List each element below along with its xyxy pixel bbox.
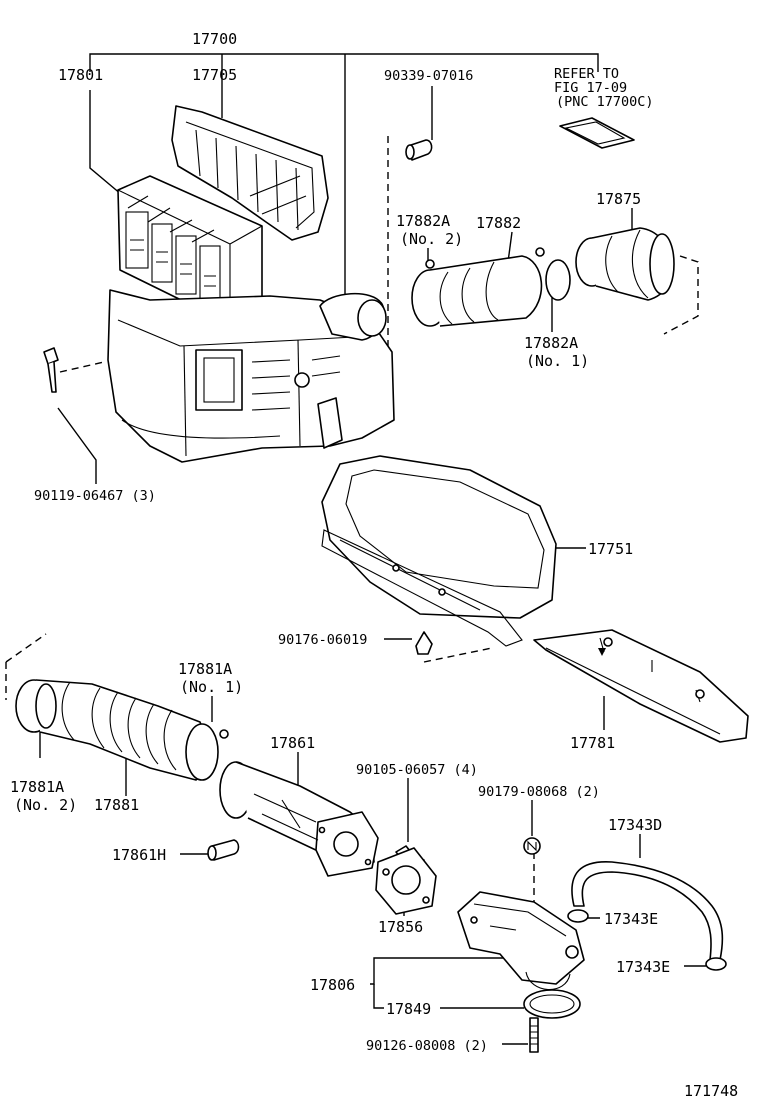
label-17700: 17700 [192,30,237,48]
label-17882: 17882 [476,214,521,232]
label-17881: 17881 [94,796,139,814]
hose-17881 [15,679,229,781]
label-no2-left: (No. 2) [14,796,77,814]
clamp-17343E-b [705,957,727,971]
clamp-17343E-a [567,909,589,923]
figure-id: 171748 [684,1082,738,1100]
plug-17861H [207,839,240,861]
label-17801: 17801 [58,66,103,84]
label-17751: 17751 [588,540,633,558]
label-17861H: 17861H [112,846,166,864]
plug-90339 [405,139,433,161]
label-17343E-a: 17343E [604,910,658,928]
label-17882A-top: 17882A [396,212,450,230]
air-duct-17751 [321,455,557,647]
label-17882A-bottom: 17882A [524,334,578,352]
label-90126-08008: 90126-08008 (2) [366,1038,488,1054]
label-17781: 17781 [570,734,615,752]
intake-pipe-17861 [219,761,379,877]
label-17881A-left: 17881A [10,778,64,796]
label-no1-right: (No. 1) [526,352,589,370]
stud-90126 [529,1017,539,1053]
resonator-17875 [575,227,675,301]
label-17705: 17705 [192,66,237,84]
label-17856: 17856 [378,918,423,936]
o-ring-17849 [523,989,581,1019]
label-refer-to-line2: FIG 17-09 [554,80,627,96]
clip-90176 [415,631,433,655]
label-no2-top: (No. 2) [400,230,463,248]
label-17343D: 17343D [608,816,662,834]
label-17875: 17875 [596,190,641,208]
label-17343E-b: 17343E [616,958,670,976]
label-90105-06057: 90105-06057 (4) [356,762,478,778]
label-90339-07016: 90339-07016 [384,68,473,84]
label-refer-to-line1: REFER TO [554,66,619,82]
air-cleaner-case [107,289,395,463]
nut-90179 [523,837,541,855]
label-refer-to-line3: (PNC 17700C) [556,94,654,110]
label-17861: 17861 [270,734,315,752]
air-cleaner-cap [171,105,329,241]
label-90179-08068: 90179-08068 (2) [478,784,600,800]
label-17881A-top: 17881A [178,660,232,678]
label-17849: 17849 [386,1000,431,1018]
label-17806: 17806 [310,976,355,994]
hose-17882 [411,247,571,327]
callout-labels: 17700 17801 17705 90339-07016 REFER TO F… [10,30,738,1100]
elbow-17806 [457,891,585,991]
duct-17781 [533,629,749,743]
refer-to-gasket [559,117,635,149]
label-90176-06019: 90176-06019 [278,632,367,648]
gasket-17856 [375,847,437,915]
label-no1-left: (No. 1) [180,678,243,696]
label-90119-06467: 90119-06467 (3) [34,488,156,504]
bolt-90119 [43,347,59,393]
